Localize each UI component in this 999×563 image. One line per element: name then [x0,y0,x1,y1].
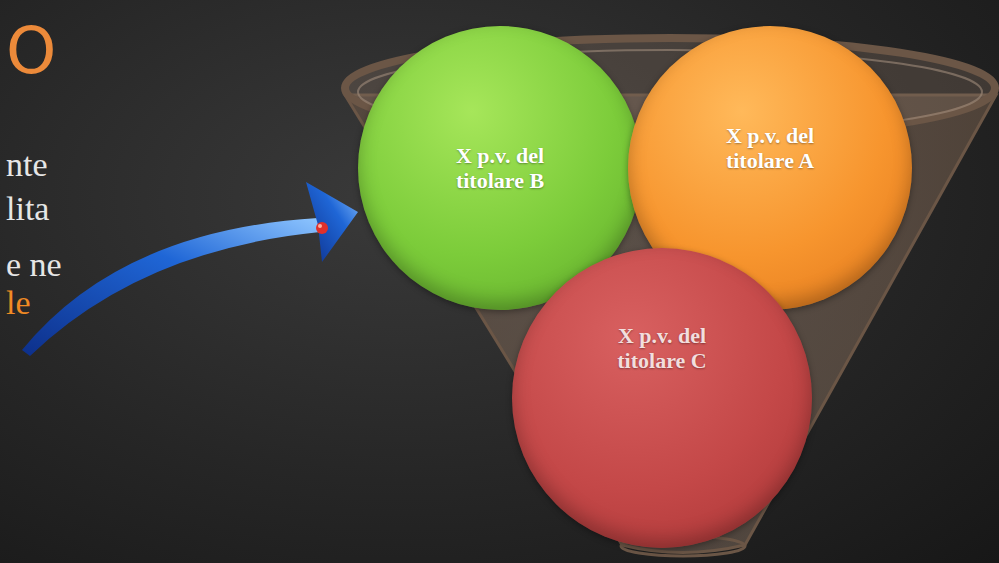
circle-node: X p.v. del titolare C [512,248,812,548]
body-text: e ne [6,246,62,284]
body-text: lita [6,190,49,228]
body-text: nte [6,146,48,184]
arrow-dot [316,222,328,234]
slide-title: O [6,14,56,88]
circle-label: X p.v. del titolare B [425,143,575,194]
arrow-head [306,182,358,262]
circle-label: X p.v. del titolare C [587,323,737,374]
circle-label: X p.v. del titolare A [695,123,845,174]
arrow-dot-highlight [318,224,322,228]
curved-arrow [22,218,320,356]
body-text: le [6,284,31,322]
